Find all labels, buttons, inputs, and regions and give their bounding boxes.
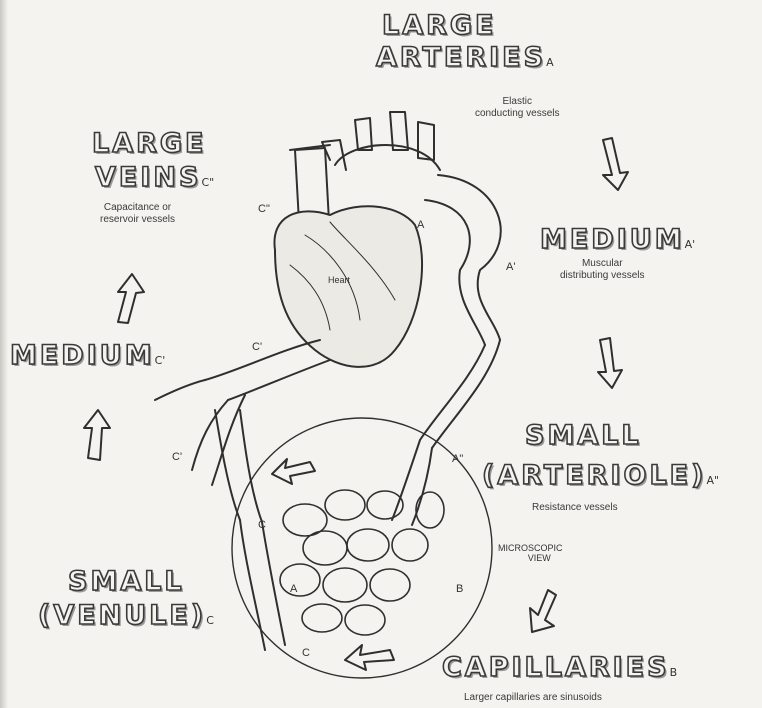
arrow-large-arteries-down <box>603 138 628 190</box>
venule-right <box>262 522 285 645</box>
aortic-arch-top <box>335 145 440 170</box>
arrow-capillaries-inner <box>272 459 315 484</box>
large-arteries-desc: Elastic conducting vessels <box>475 96 560 120</box>
aortic-branch-1 <box>355 118 372 150</box>
small-arterioles-desc: Resistance vessels <box>532 502 618 514</box>
venule-left <box>240 520 265 650</box>
large-veins-line1: LARGE <box>92 128 207 159</box>
medium-arteries-desc-1: Muscular <box>560 258 644 270</box>
aortic-branch-3 <box>418 122 434 160</box>
mark-venule-bottom: C <box>302 647 310 659</box>
large-arteries-line1: LARGE <box>382 10 497 41</box>
medium-arteries-label: MEDIUM <box>540 224 685 255</box>
capillaries-desc: Larger capillaries are sinusoids <box>464 692 602 704</box>
microscopic-view-line2: VIEW <box>498 553 563 563</box>
mark-medium-vein-lower: C' <box>172 451 182 463</box>
capillaries-title: CAPILLARIESB <box>442 652 677 683</box>
small-venules-title: (VENULE)C <box>38 600 214 631</box>
large-veins-desc-1: Capacitance or <box>100 202 175 214</box>
large-veins-mark: C" <box>201 176 214 189</box>
arrow-medium-down <box>598 338 622 388</box>
artery-lower-right <box>432 340 500 448</box>
capillaries-label: CAPILLARIES <box>442 652 670 683</box>
capillary-bed <box>280 490 444 635</box>
vein-branch-left <box>155 380 205 400</box>
medium-veins-mark: C' <box>155 354 166 367</box>
large-arteries-mark: A <box>546 56 554 69</box>
large-arteries-desc-2: conducting vessels <box>475 108 560 120</box>
small-arterioles-title: (ARTERIOLE)A" <box>482 460 719 491</box>
large-veins-desc-2: reservoir vessels <box>100 214 175 226</box>
arrow-small-up <box>84 410 110 460</box>
mark-medium-artery: A' <box>506 261 515 273</box>
artery-lower-left <box>420 345 485 440</box>
vein-to-venule-2 <box>240 410 262 522</box>
large-veins-line2: VEINS <box>95 162 201 193</box>
mark-venule-top: C <box>258 519 266 531</box>
mark-aorta: A <box>417 219 425 231</box>
capillaries-mark: B <box>670 666 678 679</box>
microscopic-view-label: MICROSCOPIC VIEW <box>498 543 563 563</box>
arteriole-right <box>412 448 432 525</box>
medium-arteries-title: MEDIUMA' <box>540 224 695 255</box>
arrow-small-to-capillaries <box>530 590 556 632</box>
heart-outline <box>274 206 422 367</box>
small-arterioles-mark: A" <box>706 474 719 487</box>
medium-arteries-desc: Muscular distributing vessels <box>560 258 644 282</box>
arrow-capillaries-left <box>345 645 394 670</box>
small-venules-mark: C <box>206 614 214 627</box>
heart-label: Heart <box>328 275 351 285</box>
small-arterioles-line2: (ARTERIOLE) <box>482 460 706 491</box>
mark-capillary: B <box>456 583 463 595</box>
large-arteries-title: ARTERIESA <box>376 42 554 73</box>
mark-venule-box: A <box>290 583 298 595</box>
vein-down-inner <box>212 395 245 485</box>
large-veins-desc: Capacitance or reservoir vessels <box>100 202 175 226</box>
arrow-medium-up <box>118 274 144 323</box>
large-veins-title: VEINSC" <box>95 162 214 193</box>
medium-veins-label: MEDIUM <box>10 340 155 371</box>
small-venules-line1: SMALL <box>68 566 185 597</box>
microscopic-view-line1: MICROSCOPIC <box>498 543 563 553</box>
medium-arteries-mark: A' <box>685 238 696 251</box>
aorta-arch-inner <box>425 200 485 345</box>
large-arteries-line2: ARTERIES <box>376 42 546 73</box>
large-arteries-desc-1: Elastic <box>475 96 560 108</box>
small-venules-line2: (VENULE) <box>38 600 206 631</box>
small-arterioles-line1: SMALL <box>525 420 642 451</box>
mark-arteriole: A" <box>452 453 463 465</box>
vein-upper <box>205 340 320 380</box>
mark-medium-vein: C' <box>252 341 262 353</box>
medium-arteries-desc-2: distributing vessels <box>560 270 644 282</box>
vein-down-outer <box>192 400 228 470</box>
mark-large-vein: C" <box>258 203 270 215</box>
medium-veins-title: MEDIUMC' <box>10 340 165 371</box>
